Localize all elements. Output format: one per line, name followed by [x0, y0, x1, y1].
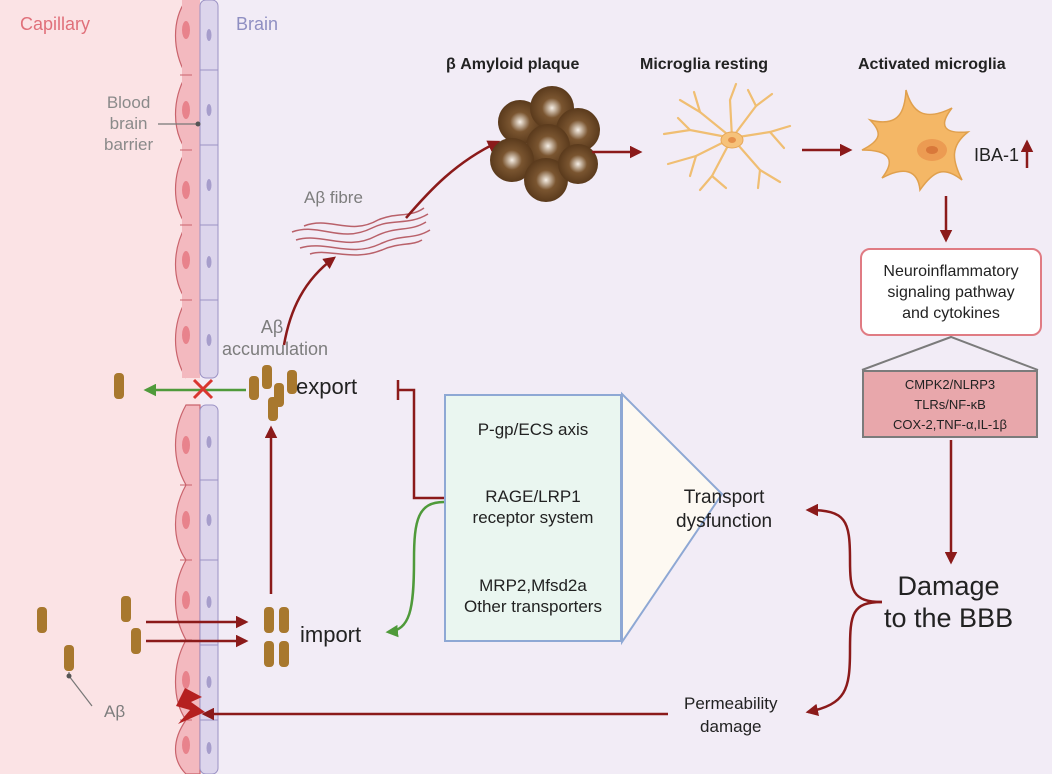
abeta-fibre-label: Aβ fibre [304, 188, 363, 207]
cytokines-box: CMPK2/NLRP3 TLRs/NF-κB COX-2,TNF-α,IL-1β [862, 370, 1038, 438]
abeta-accumulation-label: Aβ accumulation [222, 317, 329, 359]
bbb-label: Blood brain barrier [104, 93, 154, 154]
brain-barrier-cells [199, 0, 219, 774]
export-label: export [296, 374, 358, 399]
transport-callout-triangle [621, 391, 724, 646]
transport-dysfunction-label: Transport dysfunction [676, 487, 773, 532]
permeability-label: Permeability damage [684, 694, 778, 736]
damage-bbb-label: Damage to the BBB [884, 571, 1014, 633]
abeta-rods-capillary [37, 373, 141, 671]
lightning-damage-icon [176, 688, 205, 724]
abeta-fibre-strands [291, 207, 431, 256]
activated-heading: Activated microglia [858, 56, 1006, 73]
blocked-x-icon [192, 378, 214, 400]
iba-label: IBA-1 [974, 145, 1020, 165]
activated-microglia [861, 89, 971, 193]
resting-heading: Microglia resting [640, 56, 769, 73]
import-label: import [300, 622, 362, 647]
brain-label: Brain [236, 14, 279, 34]
neuroinflammatory-box: Neuroinflammatory signaling pathway and … [860, 248, 1042, 336]
amyloid-plaque [490, 86, 600, 202]
abeta-rods-import [264, 607, 289, 667]
capillary-region [0, 0, 200, 774]
abeta-leader-line [68, 675, 93, 707]
transporter-item: P-gp/ECS axis [477, 420, 589, 440]
abeta-rods-export [249, 365, 297, 421]
plaque-heading: β Amyloid plaque [446, 56, 580, 73]
abeta-label: Aβ [104, 702, 126, 721]
endothelial-cells [174, 0, 201, 774]
resting-microglia [662, 82, 792, 192]
capillary-label: Capillary [20, 14, 91, 34]
